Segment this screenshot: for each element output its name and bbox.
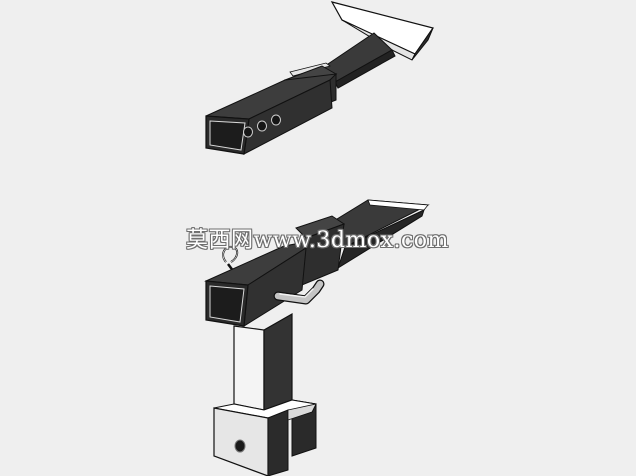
tube-hole-2	[257, 120, 267, 132]
base-mounting-hole	[234, 439, 246, 453]
upper-blade-tube-part	[205, 1, 434, 155]
u-base-bracket	[213, 399, 317, 476]
l-shaped-handle-pin	[273, 279, 325, 305]
tube-end-opening	[209, 120, 246, 151]
assembled-tube-opening	[209, 285, 245, 323]
outer-square-tube	[205, 73, 338, 155]
assembled-inner-tube	[295, 215, 346, 286]
lower-post-assembly	[204, 199, 430, 476]
assembled-square-tube	[204, 241, 307, 327]
tube-hole-1	[243, 126, 253, 138]
tube-hole-3	[271, 114, 281, 126]
vertical-post	[233, 312, 293, 411]
